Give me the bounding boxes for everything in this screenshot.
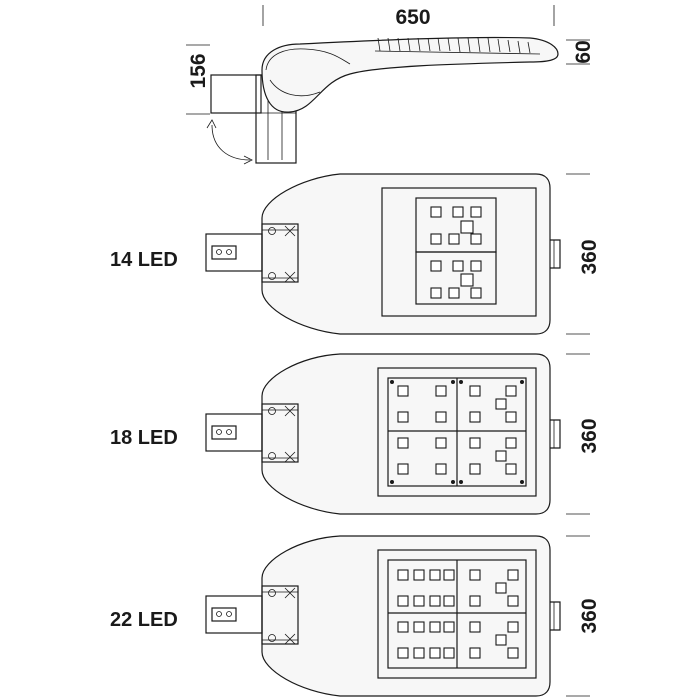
dimension-body-height: 60 xyxy=(566,39,595,65)
cooling-fins xyxy=(374,37,541,55)
dimension-width-label: 360 xyxy=(578,418,601,453)
variant-label: 18 LED xyxy=(110,427,178,449)
variant-label: 14 LED xyxy=(110,249,178,271)
variant-22-led: 22 LED xyxy=(110,535,601,697)
variant-18-led: 18 LED xyxy=(110,353,601,515)
variant-label: 22 LED xyxy=(110,609,178,631)
dimension-body-height-label: 60 xyxy=(572,40,595,63)
dimension-width-label: 360 xyxy=(578,239,601,274)
dimension-mount-height-label: 156 xyxy=(187,53,210,88)
led-array-14 xyxy=(430,206,482,299)
dimension-mount-height: 156 xyxy=(186,44,210,115)
variant-14-led: 14 LED xyxy=(110,173,601,335)
led-array-22 xyxy=(397,569,519,659)
dimension-length-label: 650 xyxy=(395,6,430,29)
side-view xyxy=(206,36,559,165)
led-array-18 xyxy=(390,380,524,484)
dimension-length: 650 xyxy=(262,5,555,29)
dimension-width-label: 360 xyxy=(578,598,601,633)
